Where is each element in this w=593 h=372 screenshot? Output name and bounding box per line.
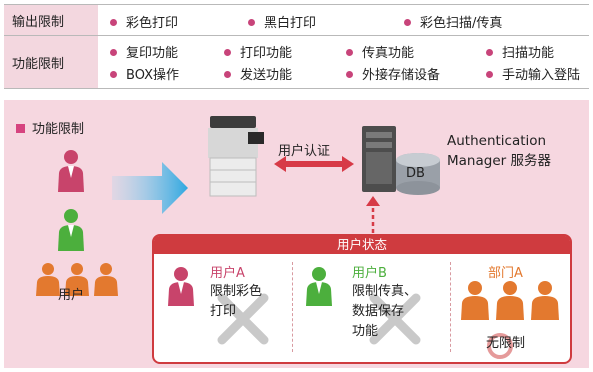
- divider: [292, 262, 293, 352]
- server-icon: [362, 126, 440, 195]
- arrow-right-icon: [112, 162, 188, 214]
- db-label: DB: [406, 166, 425, 181]
- bullet-icon: [110, 49, 117, 56]
- bullet-icon: [224, 49, 231, 56]
- bullet-icon: [346, 71, 353, 78]
- user-pink-icon: [58, 150, 84, 192]
- output-item: 黑白打印: [248, 12, 316, 31]
- function-item: 复印功能: [110, 42, 178, 61]
- bullet-icon: [110, 19, 117, 26]
- output-item: 彩色打印: [110, 12, 178, 31]
- user-green-icon: [58, 209, 84, 251]
- user-b-name: 用户B: [352, 266, 387, 281]
- function-item: 外接存储设备: [346, 64, 440, 83]
- function-item: 发送功能: [224, 64, 292, 83]
- auth-server-label: Authentication Manager 服务器: [447, 133, 551, 169]
- function-restriction-diagram: 功能限制 用户 用户认证: [4, 100, 589, 368]
- bullet-icon: [248, 19, 255, 26]
- mfp-printer-icon: [208, 116, 264, 197]
- restrictions-table: 输出限制 彩色打印 黑白打印 彩色扫描/传真 功能限制 复印功能 打印功能 传真…: [4, 4, 589, 89]
- section-title: 功能限制: [16, 118, 84, 137]
- circle-icon: [487, 333, 513, 359]
- user-auth-label: 用户认证: [278, 144, 331, 159]
- function-item: 打印功能: [224, 42, 292, 61]
- cross-icon: [369, 293, 421, 345]
- function-item: 手动输入登陆: [486, 64, 580, 83]
- bullet-icon: [404, 19, 411, 26]
- dashed-up-arrow-icon: [366, 196, 380, 236]
- user-b-description: 限制传真、 数据保存 功能: [352, 284, 418, 339]
- bullet-icon: [486, 71, 493, 78]
- function-item: 扫描功能: [486, 42, 554, 61]
- function-restriction-label: 功能限制: [4, 36, 98, 88]
- bullet-icon: [346, 49, 353, 56]
- output-restriction-label: 输出限制: [4, 5, 98, 35]
- divider: [450, 262, 451, 352]
- dept-a-description: 无限制: [486, 336, 526, 351]
- user-b-icon: [306, 267, 332, 306]
- user-a-icon: [168, 267, 194, 306]
- function-item: 传真功能: [346, 42, 414, 61]
- user-group-icon: [36, 263, 118, 296]
- square-bullet-icon: [16, 124, 25, 133]
- output-restriction-row: 输出限制 彩色打印 黑白打印 彩色扫描/传真: [4, 4, 589, 35]
- user-status-box: 用户状态 用户A 限制彩色 打印 用户B 限制传真、 数据保存: [152, 234, 572, 364]
- function-restriction-row: 功能限制 复印功能 打印功能 传真功能 扫描功能 BOX操作 发送功能 外接存储…: [4, 35, 589, 89]
- dept-group-icon: [461, 281, 559, 320]
- output-item: 彩色扫描/传真: [404, 12, 502, 31]
- function-item: BOX操作: [110, 64, 179, 83]
- cross-icon: [217, 293, 269, 345]
- user-status-title: 用户状态: [154, 236, 570, 254]
- users-label: 用户: [58, 288, 85, 303]
- user-a-name: 用户A: [210, 266, 245, 281]
- double-arrow-icon: [274, 156, 354, 172]
- bullet-icon: [224, 71, 231, 78]
- bullet-icon: [486, 49, 493, 56]
- user-a-description: 限制彩色 打印: [210, 284, 263, 319]
- dept-a-name: 部门A: [488, 266, 523, 281]
- bullet-icon: [110, 71, 117, 78]
